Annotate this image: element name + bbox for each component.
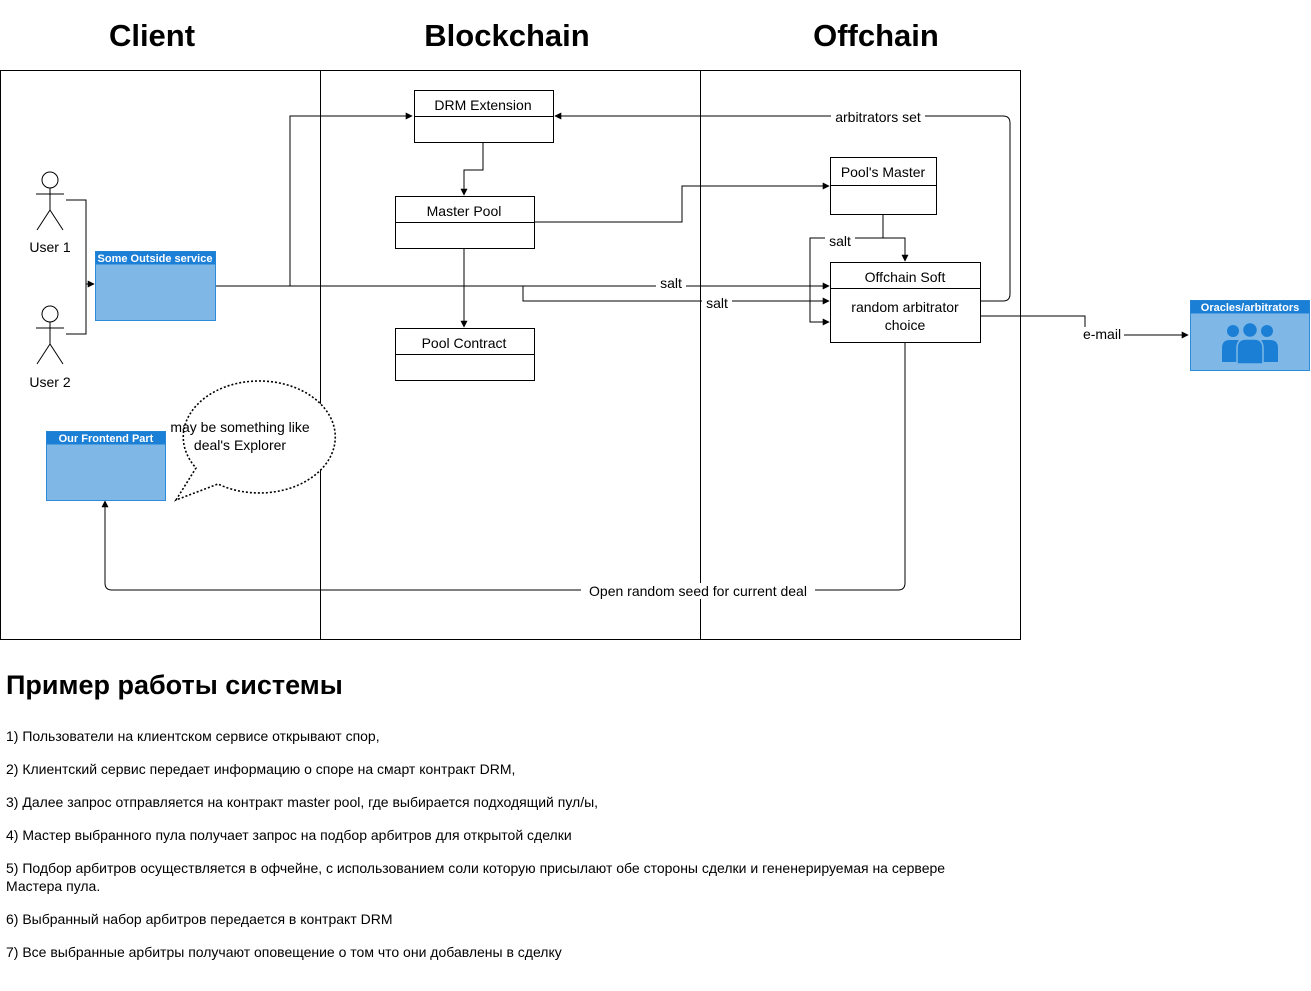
step-item: 1) Пользователи на клиентском сервисе от… [6, 728, 380, 744]
label-bg-open-seed [581, 583, 815, 599]
callout-line2: deal's Explorer [194, 437, 287, 453]
random-choice-line1: random arbitrator [851, 299, 959, 315]
edge-arbitrators-set [554, 112, 1011, 302]
pools-master-box [830, 157, 937, 215]
label-salt-mid: salt [660, 275, 682, 291]
swimlanes [0, 70, 1021, 640]
frontend-header [46, 431, 166, 445]
oracles-box: Oracles/arbitrators [1190, 300, 1310, 371]
actor-user2-label: User 2 [29, 374, 70, 390]
label-bg-arbitrators [831, 109, 925, 125]
master-pool-label: Master Pool [427, 203, 502, 219]
section-heading: Пример работы системы [6, 670, 343, 700]
step-item: 2) Клиентский сервис передает информацию… [6, 761, 516, 777]
label-email: e-mail [1083, 326, 1121, 342]
edge-masterpool-to-poolsmaster [535, 182, 830, 223]
edge-user2-to-service [66, 284, 87, 335]
edge-email [981, 315, 1189, 339]
edge-service-to-drm [215, 112, 413, 287]
callout-line1: may be something like [170, 419, 310, 435]
label-open-seed: Open random seed for current deal [589, 583, 807, 599]
swimlane-frame [0, 70, 1021, 640]
edge-poolsmaster-to-offchainsoft [882, 214, 909, 262]
actor-user1 [36, 171, 64, 231]
label-salt-top: salt [829, 233, 851, 249]
step-item: 3) Далее запрос отправляется на контракт… [6, 794, 599, 810]
users-group-icon [1222, 321, 1278, 365]
pools-master-label: Pool's Master [841, 164, 926, 180]
offchain-soft-label: Offchain Soft [865, 269, 946, 285]
actor-user2-leg-left [36, 343, 51, 365]
offchain-soft-box [830, 262, 981, 343]
callout-shape [174, 380, 337, 502]
master-pool-box [395, 196, 535, 249]
outside-service-header [95, 251, 216, 265]
pool-contract-label: Pool Contract [422, 335, 507, 351]
column-title-blockchain: Blockchain [424, 18, 590, 53]
edges [66, 112, 1189, 591]
frontend-label: Our Frontend Part [59, 433, 154, 445]
actor-user2-head [41, 305, 59, 323]
frontend-box: Our Frontend Part [46, 431, 166, 501]
actor-user1-leg-left [36, 209, 51, 231]
actor-user1-leg-right [49, 209, 64, 231]
oracles-header [1190, 300, 1310, 314]
random-choice-line2: choice [885, 317, 926, 333]
pool-contract-box [395, 328, 535, 381]
label-bg-salt-low [702, 296, 732, 311]
edge-drm-to-masterpool [460, 142, 484, 196]
outside-service-label: Some Outside service [98, 253, 213, 265]
label-bg-salt-top [825, 233, 855, 248]
label-bg-salt-mid [656, 276, 686, 291]
column-title-offchain: Offchain [813, 18, 939, 53]
column-title-client: Client [108, 18, 196, 53]
step-item: 5) Подбор арбитров осуществляется в офче… [6, 860, 946, 894]
steps-list: 1) Пользователи на клиентском сервисе от… [6, 727, 986, 976]
drm-extension-label: DRM Extension [434, 97, 531, 113]
label-bg-email [1080, 327, 1124, 342]
actor-user1-label: User 1 [29, 239, 70, 255]
actor-user2 [36, 305, 64, 365]
edge-open-seed [101, 343, 906, 591]
oracles-label: Oracles/arbitrators [1201, 302, 1299, 314]
step-item: 6) Выбранный набор арбитров передается в… [6, 911, 393, 927]
step-item: 4) Мастер выбранного пула получает запро… [6, 827, 572, 843]
step-item: 7) Все выбранные арбитры получают оповещ… [6, 944, 562, 960]
actor-user2-leg-right [49, 343, 64, 365]
label-salt-low: salt [706, 295, 728, 311]
outside-service-box: Some Outside service [95, 251, 216, 321]
drm-extension-box [414, 90, 554, 143]
callout-bubble: may be something like deal's Explorer [170, 380, 337, 502]
offchain-soft-rect [830, 262, 981, 343]
edge-labels: arbitrators set salt salt salt e-mail Op… [581, 109, 1124, 599]
label-arbitrators-set: arbitrators set [835, 109, 921, 125]
actor-user1-head [41, 171, 59, 189]
edge-user1-to-service [66, 199, 95, 288]
